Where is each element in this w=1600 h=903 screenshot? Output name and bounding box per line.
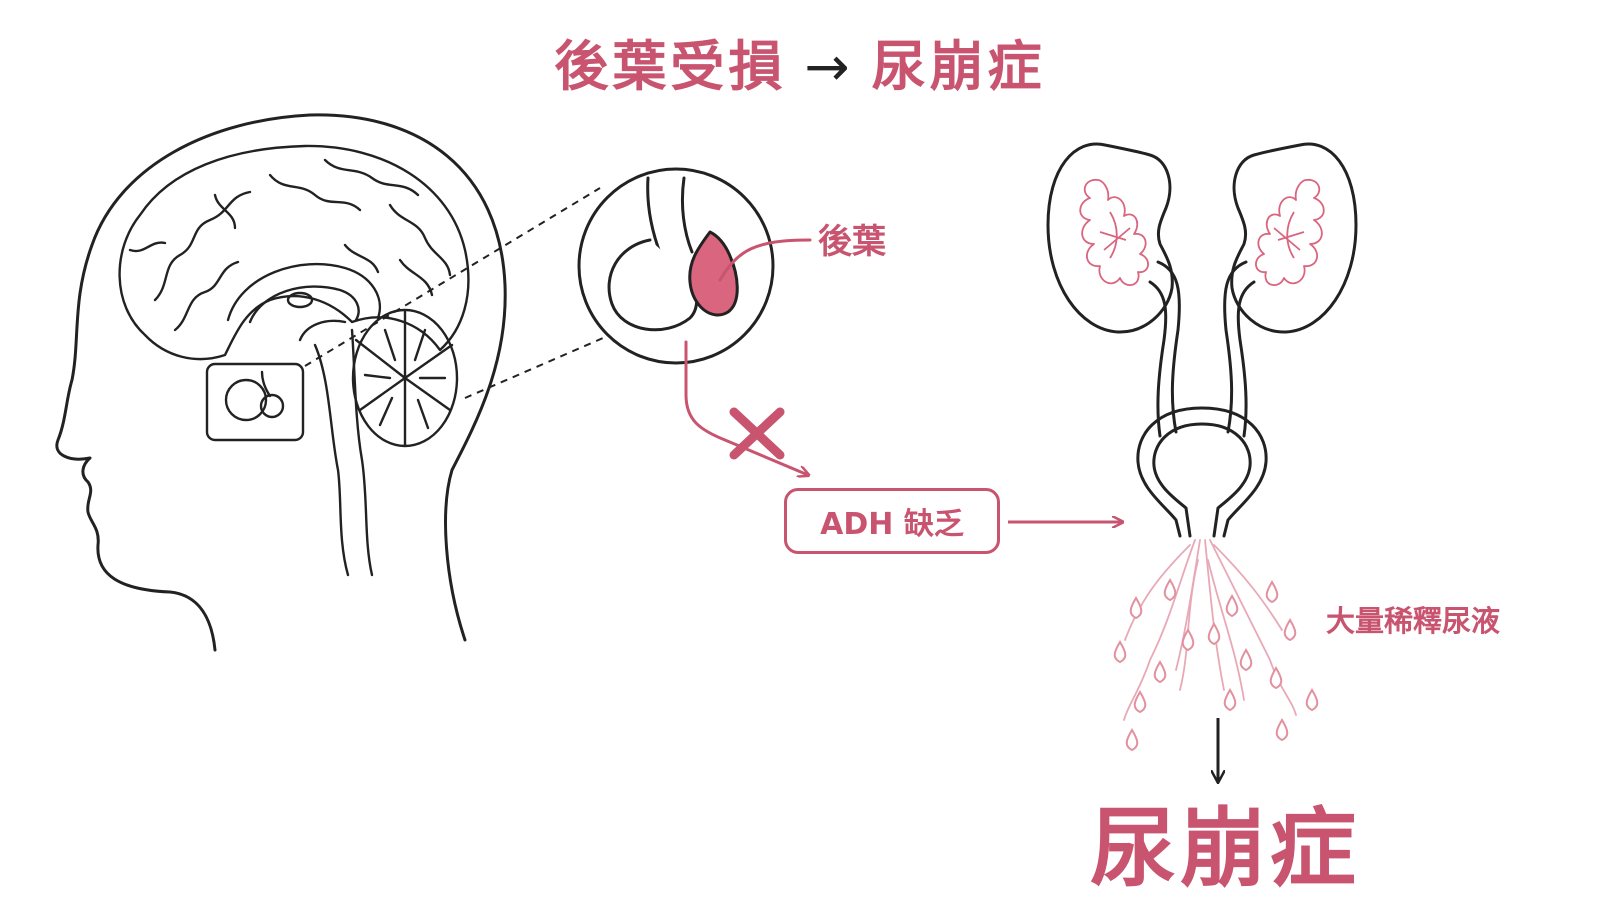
- corpus-callosum: [226, 262, 381, 322]
- cerebellum-folia: [354, 310, 454, 447]
- droplet-icon: [1225, 594, 1239, 618]
- title-arrow: →: [804, 35, 854, 98]
- kidney-illustration: [1046, 142, 1358, 538]
- posterior-lobe-pointer: [718, 238, 812, 282]
- gyrus-line: [213, 193, 237, 230]
- page-title: 後葉受損 → 尿崩症: [0, 22, 1600, 101]
- droplet-icon: [1283, 618, 1297, 642]
- zoom-lines: [304, 187, 611, 399]
- droplet-icon: [1113, 640, 1127, 664]
- left-ureter: [1148, 260, 1181, 438]
- right-ureter: [1223, 260, 1256, 438]
- head-outline: [55, 113, 507, 652]
- urine-droplets: [1113, 578, 1319, 752]
- posterior-lobe-label: 後葉: [818, 222, 886, 262]
- adh-deficiency-label: ADH 缺乏: [820, 507, 964, 542]
- droplet-icon: [1163, 578, 1177, 602]
- droplet-icon: [1265, 580, 1279, 604]
- droplet-icon: [1275, 718, 1289, 742]
- droplet-icon: [1207, 622, 1221, 646]
- pituitary-box: [205, 362, 305, 442]
- pituitary-magnified: [577, 167, 775, 365]
- cerebrum-outline: [118, 144, 470, 361]
- signal-arrow: [684, 340, 808, 475]
- gyrus-line: [128, 241, 167, 253]
- midbrain: [298, 319, 347, 342]
- dilute-urine-label: 大量稀釋尿液: [1326, 604, 1501, 638]
- left-kidney: [1046, 142, 1174, 334]
- droplet-icon: [1125, 728, 1139, 752]
- gyrus-line: [323, 158, 420, 197]
- brainstem: [313, 328, 374, 577]
- droplet-icon: [1223, 688, 1237, 712]
- droplet-icon: [1153, 660, 1167, 684]
- droplet-icon: [1133, 690, 1147, 714]
- droplet-icon: [1305, 688, 1319, 712]
- droplet-icon: [1269, 666, 1283, 690]
- gyrus-line: [153, 190, 252, 302]
- right-kidney: [1230, 142, 1358, 334]
- kidney-medulla: [1079, 179, 1325, 286]
- title-result: 尿崩症: [871, 35, 1046, 98]
- head-illustration: [55, 113, 507, 652]
- bladder-outer: [1136, 406, 1268, 538]
- gyrus-line: [343, 243, 380, 274]
- anterior-lobe-small: [224, 378, 268, 422]
- gyrus-line: [268, 173, 362, 212]
- brain-icon: [118, 144, 470, 577]
- cross-icon: [729, 407, 785, 460]
- droplet-icon: [1181, 628, 1195, 652]
- droplet-icon: [1129, 596, 1143, 620]
- title-cause: 後葉受損: [554, 35, 787, 98]
- thalamus: [286, 291, 314, 309]
- gyrus-line: [173, 260, 240, 332]
- droplet-icon: [1239, 648, 1253, 672]
- gyrus-line: [398, 258, 434, 297]
- posterior-lobe-small: [259, 393, 285, 419]
- gyrus-line: [388, 203, 452, 277]
- condition-label: 尿崩症: [1090, 799, 1360, 899]
- posterior-lobe: [688, 230, 739, 317]
- urine-spray: [1123, 539, 1297, 721]
- corpus-callosum-inner: [248, 285, 360, 324]
- bladder-inner: [1152, 422, 1252, 538]
- adh-deficiency-box: ADH 缺乏: [784, 488, 1000, 554]
